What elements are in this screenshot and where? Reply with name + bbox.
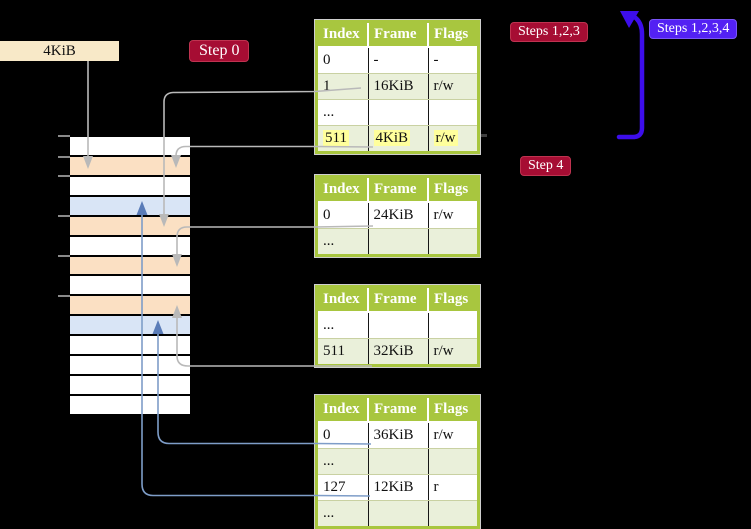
header-index: Index	[318, 178, 369, 203]
page-size-box: 4KiB	[0, 41, 119, 61]
memory-tick	[58, 295, 70, 297]
header-index: Index	[318, 23, 369, 48]
steps-1234-label: Steps 1,2,3,4	[649, 19, 738, 39]
table-row-highlighted: 511 4KiB r/w	[318, 125, 477, 151]
page-table-1: Index Frame Flags 0 - - 1 16KiB r/w ... …	[314, 19, 481, 155]
memory-row-peach	[70, 256, 190, 275]
highlighted-cell: r/w	[433, 130, 458, 146]
highlighted-cell: 4KiB	[373, 130, 411, 146]
step-0-label: Step 0	[189, 40, 250, 62]
steps-123-label: Steps 1,2,3	[510, 22, 588, 42]
header-flags: Flags	[428, 398, 477, 423]
arrow-fragment	[479, 134, 487, 137]
memory-row-white	[70, 376, 190, 394]
memory-row-blue	[70, 196, 190, 215]
memory-row-white	[70, 395, 190, 414]
table-row: 511 32KiB r/w	[318, 338, 477, 364]
table-row: 0 24KiB r/w	[318, 202, 477, 229]
header-flags: Flags	[428, 23, 477, 48]
steps-loop-arrow	[616, 12, 645, 140]
arrowhead-up-left-icon	[620, 11, 639, 28]
table-row: 127 12KiB r	[318, 474, 477, 501]
step-4-label: Step 4	[520, 156, 572, 176]
memory-row-white	[70, 176, 190, 195]
memory-row-white	[70, 276, 190, 295]
memory-row-white	[70, 336, 190, 355]
header-frame: Frame	[368, 23, 429, 48]
table-row: 0 - -	[318, 47, 477, 74]
memory-tick	[58, 135, 70, 137]
table-header-row: Index Frame Flags	[318, 288, 477, 313]
header-frame: Frame	[368, 178, 429, 203]
header-frame: Frame	[368, 288, 429, 313]
table-row: ...	[318, 228, 477, 254]
memory-row-blue	[70, 316, 190, 335]
table-row: ...	[318, 312, 477, 339]
header-frame: Frame	[368, 398, 429, 423]
memory-row-white	[70, 137, 190, 155]
memory-tick	[58, 175, 70, 177]
table-header-row: Index Frame Flags	[318, 23, 477, 48]
table-row: ...	[318, 99, 477, 126]
table-header-row: Index Frame Flags	[318, 178, 477, 203]
memory-tick	[58, 215, 70, 217]
header-flags: Flags	[428, 178, 477, 203]
memory-row-white	[70, 356, 190, 375]
memory-map	[70, 137, 190, 414]
table-row: 1 16KiB r/w	[318, 73, 477, 100]
page-table-4: Index Frame Flags 0 36KiB r/w ... 127 12…	[314, 394, 481, 529]
header-index: Index	[318, 398, 369, 423]
page-table-2: Index Frame Flags 0 24KiB r/w ...	[314, 174, 481, 258]
memory-row-peach	[70, 156, 190, 175]
header-index: Index	[318, 288, 369, 313]
highlighted-cell: 511	[323, 130, 349, 146]
table-header-row: Index Frame Flags	[318, 398, 477, 423]
memory-row-peach	[70, 296, 190, 315]
memory-tick	[58, 156, 70, 158]
table-row: ...	[318, 448, 477, 475]
table-row: ...	[318, 500, 477, 526]
memory-row-peach	[70, 216, 190, 235]
table-row: 0 36KiB r/w	[318, 422, 477, 449]
memory-row-white	[70, 236, 190, 255]
header-flags: Flags	[428, 288, 477, 313]
memory-tick	[58, 255, 70, 257]
page-table-3: Index Frame Flags ... 511 32KiB r/w	[314, 284, 481, 368]
